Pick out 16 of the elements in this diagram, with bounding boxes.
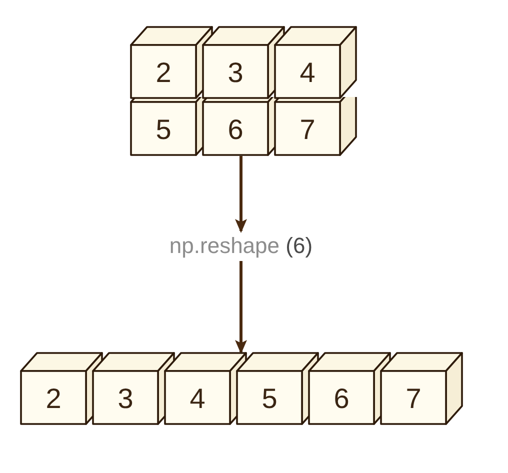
arrow <box>235 156 247 233</box>
cube-number: 5 <box>262 384 278 412</box>
cube-number: 3 <box>118 384 134 412</box>
function-call-text: np.reshape <box>169 233 280 258</box>
cube-number: 2 <box>156 58 172 86</box>
cube-number: 2 <box>46 384 62 412</box>
cube-number: 4 <box>190 384 206 412</box>
cube-number: 4 <box>300 58 316 86</box>
arrow <box>235 261 247 354</box>
cube-number: 6 <box>228 116 244 144</box>
cube-number: 7 <box>300 116 316 144</box>
argument-text: (6) <box>286 233 313 258</box>
cube-number: 6 <box>334 384 350 412</box>
cube-number: 5 <box>156 116 172 144</box>
cube-number: 7 <box>406 384 422 412</box>
cube-number: 3 <box>228 58 244 86</box>
